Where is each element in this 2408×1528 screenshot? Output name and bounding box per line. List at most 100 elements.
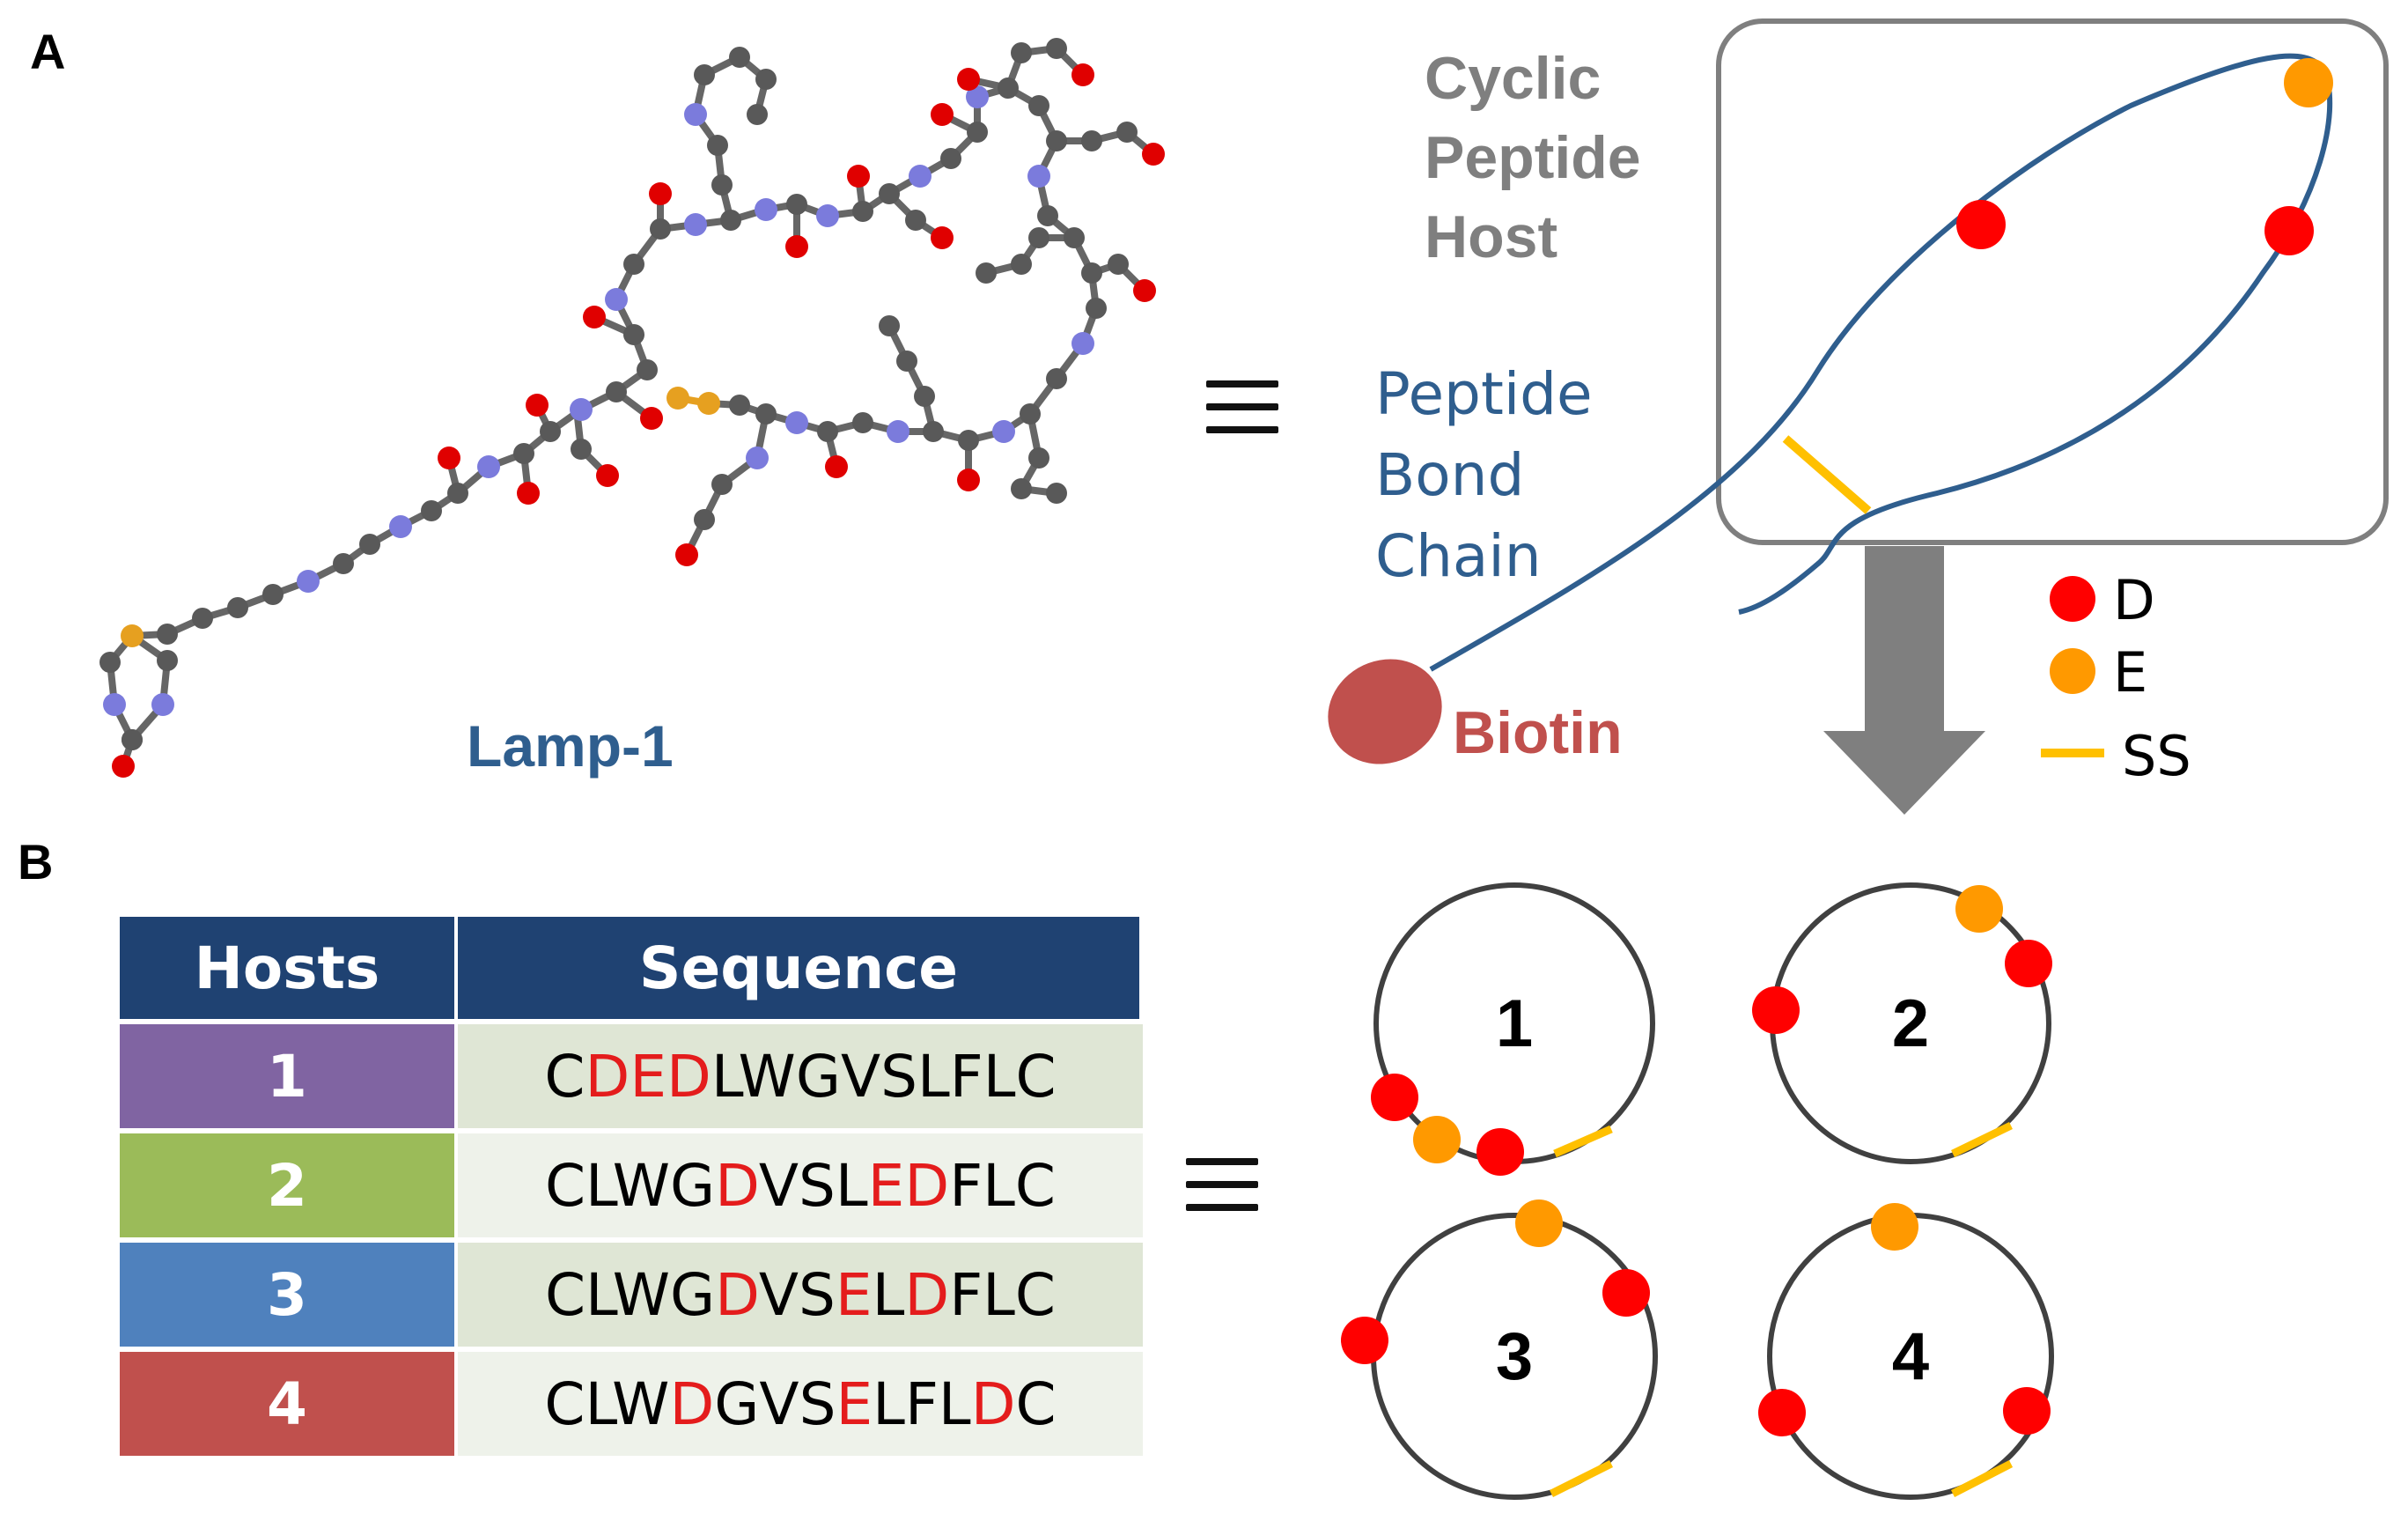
atom [1046, 130, 1067, 151]
host-circle-number: 1 [1496, 986, 1533, 1061]
residue-text: L [872, 1260, 905, 1329]
residue-text: GVS [714, 1369, 836, 1438]
atom [1027, 165, 1050, 188]
header-hosts: Hosts [120, 917, 458, 1019]
host-number-cell: 4 [120, 1352, 458, 1456]
residue-text: CLWG [544, 1260, 716, 1329]
atom [747, 104, 768, 125]
atom [786, 194, 807, 215]
ring-disulfide [1950, 1459, 2014, 1498]
atom [606, 381, 627, 402]
atom [1071, 63, 1094, 86]
atom [103, 693, 126, 716]
atom [1081, 130, 1102, 151]
glu-residue-dot [2284, 58, 2333, 107]
atom [333, 553, 354, 574]
acidic-residue-text: DED [585, 1042, 711, 1111]
acidic-residue-text: D [715, 1260, 759, 1329]
atom [1071, 332, 1094, 355]
atom [958, 430, 979, 451]
residue-text: C [1015, 1369, 1057, 1438]
atom [694, 64, 715, 85]
acidic-residue-text: D [669, 1369, 715, 1438]
atom [438, 447, 460, 469]
atom [583, 306, 606, 328]
atom [729, 395, 750, 416]
host-number-cell: 2 [120, 1133, 458, 1237]
atom [1133, 279, 1156, 302]
ring-glu-dot [1871, 1203, 1918, 1251]
atom [99, 652, 121, 673]
ring-asp-dot [1752, 986, 1800, 1034]
atom [852, 201, 873, 222]
residue-text: C [544, 1042, 585, 1111]
atom [640, 407, 663, 430]
equivalence-symbol-top [1206, 380, 1278, 449]
atom [914, 386, 935, 407]
residue-text: FLC [949, 1260, 1057, 1329]
atom [151, 693, 174, 716]
atom [998, 78, 1019, 99]
atom [517, 482, 540, 505]
atom [605, 288, 628, 311]
ring-disulfide [1951, 1121, 2013, 1158]
acidic-residue-text: D [715, 1151, 759, 1220]
atom [649, 182, 672, 205]
atom [157, 624, 178, 645]
ring-glu-dot [1955, 885, 2003, 933]
atom [684, 103, 707, 126]
atom [755, 403, 777, 424]
residue-text: VSL [758, 1151, 868, 1220]
atom [447, 483, 468, 504]
atom [957, 469, 980, 491]
atom [720, 210, 741, 231]
atom [957, 68, 980, 91]
atom [817, 421, 838, 442]
atom [785, 235, 808, 258]
header-sequence: Sequence [458, 917, 1143, 1019]
atom [1064, 227, 1085, 248]
ring-asp-dot [1476, 1128, 1524, 1176]
ring-asp-dot [1758, 1389, 1806, 1436]
ring-asp-dot [2005, 940, 2052, 987]
atom [1037, 205, 1058, 226]
host-circle-number: 2 [1892, 986, 1929, 1061]
atom [1046, 38, 1067, 59]
panel-b-letter: B [18, 834, 54, 889]
host-circle-number: 4 [1892, 1319, 1929, 1394]
atom [540, 421, 561, 442]
residue-text: LWGVSLFLC [711, 1042, 1057, 1111]
atom [359, 534, 380, 555]
atom [262, 584, 284, 605]
cyclic-label-line-2: Peptide [1425, 124, 1641, 191]
atom [816, 204, 839, 227]
sequence-cell: CLWDGVSELFLDC [458, 1352, 1143, 1456]
sequence-cell: CLWGDVSELDFLC [458, 1243, 1143, 1347]
atom [711, 174, 733, 196]
acidic-residue-text: E [835, 1260, 873, 1329]
atom [637, 359, 658, 380]
atom [477, 455, 500, 478]
atom [755, 198, 777, 221]
cyclic-label-line-1: Cyclic [1425, 45, 1601, 112]
ring-asp-dot [2003, 1387, 2051, 1435]
atom [879, 183, 900, 204]
ring-asp-dot [1341, 1317, 1388, 1364]
down-arrow [1823, 546, 1985, 815]
atom [1108, 254, 1129, 275]
equivalence-symbol-bottom [1186, 1158, 1258, 1227]
sequence-cell: CLWGDVSLEDFLC [458, 1133, 1143, 1237]
atom [967, 122, 988, 143]
atom [1020, 403, 1041, 424]
atom [684, 213, 707, 236]
atom [879, 315, 900, 336]
atom [297, 570, 320, 593]
table-header-row: Hosts Sequence [120, 917, 1143, 1019]
host-circle-group: 4 [1758, 1203, 2054, 1500]
ring-glu-dot [1413, 1116, 1461, 1163]
acidic-residue-text: E [836, 1369, 873, 1438]
